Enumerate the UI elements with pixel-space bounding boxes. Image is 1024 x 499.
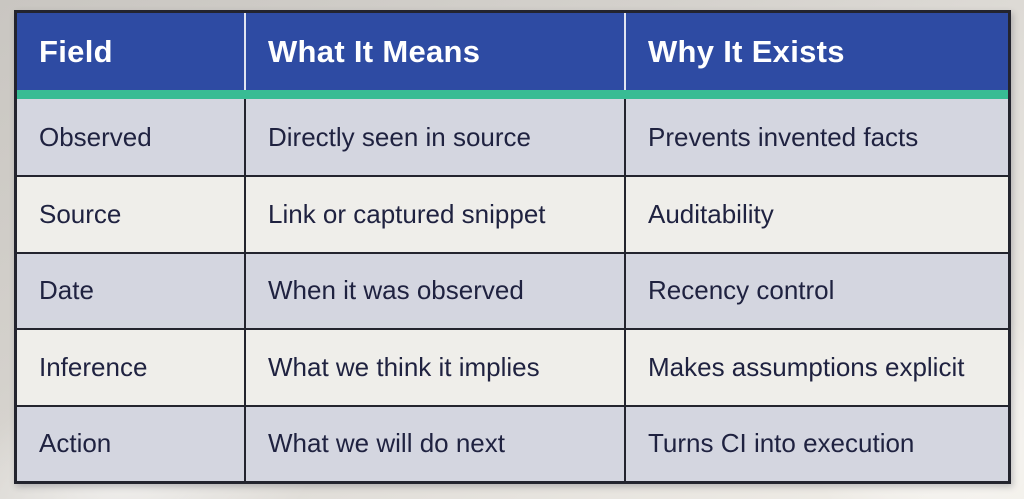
cell-field: Source (39, 199, 122, 230)
cell-meaning: Directly seen in source (244, 99, 624, 176)
table-body: Observed Directly seen in source Prevent… (17, 99, 1008, 481)
cell-meaning: What we will do next (244, 406, 624, 481)
cell-reason: Turns CI into execution (624, 406, 1008, 481)
table-row: Observed Directly seen in source Prevent… (17, 99, 1008, 176)
header-accent-bar (17, 90, 1008, 99)
table-row: Inference What we think it implies Makes… (17, 328, 1008, 405)
cell-field: Action (39, 428, 112, 459)
cell-field: Date (39, 275, 94, 306)
table-row: Source Link or captured snippet Auditabi… (17, 175, 1008, 252)
cell-field: Inference (39, 351, 148, 382)
cell-meaning: When it was observed (244, 253, 624, 329)
table-row: Action What we will do next Turns CI int… (17, 404, 1008, 481)
cell-meaning: What we think it implies (244, 330, 624, 405)
cell-reason: Recency control (624, 253, 1008, 329)
cell-reason: Prevents invented facts (624, 99, 1008, 176)
cell-meaning: Link or captured snippet (244, 177, 624, 252)
header-cell-why-it-exists: Why It Exists (624, 13, 1008, 90)
table-row: Date When it was observed Recency contro… (17, 251, 1008, 329)
cell-reason: Auditability (624, 177, 1008, 252)
cell-reason: Makes assumptions explicit (624, 330, 1008, 405)
cell-field: Observed (39, 121, 152, 152)
header-cell-field: Field (39, 33, 113, 69)
table-header-row: Field What It Means Why It Exists (17, 13, 1008, 90)
field-definitions-table: Field What It Means Why It Exists Observ… (14, 10, 1011, 484)
header-cell-what-it-means: What It Means (244, 13, 624, 90)
